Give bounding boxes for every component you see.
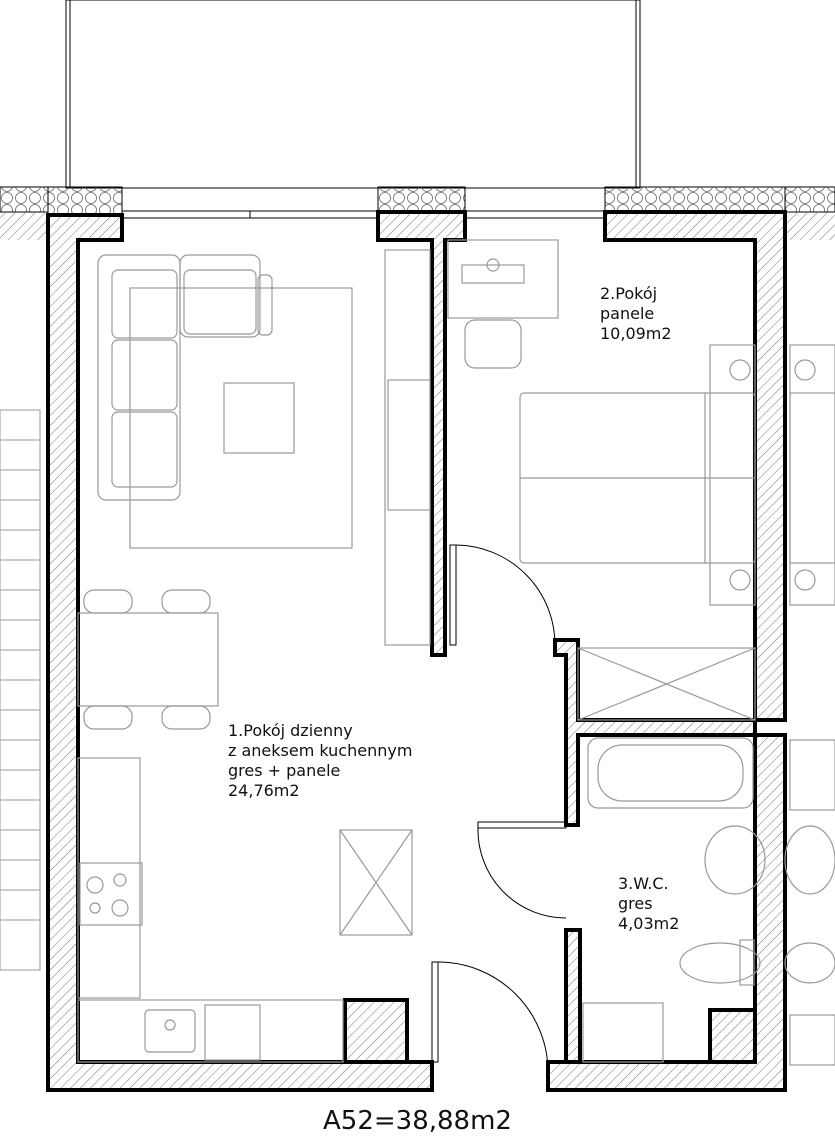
bed [519,344,756,606]
room-floor: panele [600,304,655,323]
room-floor: gres [618,894,653,913]
doors [431,544,567,1073]
room-area: 4,03m2 [618,914,680,933]
room-label-bedroom: 2.Pokój panele 10,09m2 [600,284,672,344]
room-name: 2.Pokój [600,284,658,303]
wardrobe [384,249,431,646]
room-label-living: 1.Pokój dzienny z aneksem kuchennym gres… [228,721,412,801]
closet [577,647,756,721]
balcony [65,0,641,189]
room-name: 3.W.C. [618,874,669,893]
neighbour-furniture [784,344,835,1066]
room-area: 24,76m2 [228,781,300,800]
kitchen [77,757,413,1063]
staircase [0,439,40,921]
room-floor: gres + panele [228,761,341,780]
room-name: 1.Pokój dzienny [228,721,353,740]
desk [447,239,559,369]
rug [129,287,353,549]
room-label-wc: 3.W.C. gres 4,03m2 [618,874,679,934]
windows [122,210,605,219]
neighbour-walls [0,186,835,971]
room-area: 10,09m2 [600,324,672,343]
plan-title: A52=38,88m2 [323,1106,512,1136]
bathroom-fixtures [582,737,766,1063]
dining-table [77,589,219,730]
sofa [97,254,273,501]
coffee-table [223,382,295,454]
room-desc: z aneksem kuchennym [228,741,413,760]
walls [46,186,787,1092]
